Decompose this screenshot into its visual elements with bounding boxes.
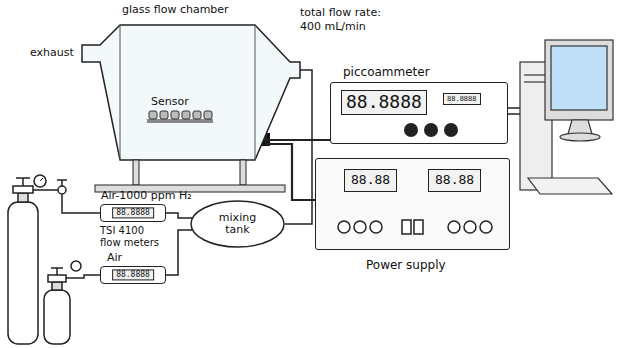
chamber-label: glass flow chamber bbox=[122, 4, 229, 17]
gas-cylinder bbox=[13, 186, 33, 193]
gas-cylinder bbox=[18, 193, 28, 202]
glass-chamber-outline bbox=[82, 25, 300, 160]
stand-post bbox=[133, 160, 139, 185]
power-switch bbox=[414, 220, 423, 234]
control-knob bbox=[404, 123, 418, 137]
power-switch bbox=[402, 220, 411, 234]
gas-pipe bbox=[58, 186, 66, 194]
sensor-label: Sensor bbox=[151, 96, 189, 109]
gas-pipe bbox=[61, 180, 63, 186]
gas-cylinder bbox=[40, 178, 43, 181]
meter-display: 88.88 bbox=[428, 169, 481, 192]
stand-post bbox=[240, 160, 246, 185]
instrument-label: piccoammeter bbox=[343, 66, 430, 80]
sensor-element bbox=[160, 111, 168, 119]
control-knob bbox=[444, 123, 458, 137]
computer bbox=[520, 40, 613, 194]
gas-cylinder bbox=[51, 267, 63, 269]
flow-meter: Air-1000 ppm H₂88.8888 bbox=[100, 204, 166, 222]
sensor-element bbox=[182, 111, 190, 119]
control-knob bbox=[464, 221, 476, 233]
gas-cylinder bbox=[34, 175, 46, 187]
sensor-element bbox=[149, 111, 157, 119]
gas-cylinder bbox=[71, 261, 81, 271]
gas-cylinder bbox=[8, 202, 38, 344]
exhaust-label: exhaust bbox=[30, 46, 74, 59]
meter-display: 88.88 bbox=[344, 169, 397, 192]
computer bbox=[568, 120, 592, 134]
control-knob bbox=[480, 221, 492, 233]
node-shape bbox=[0, 0, 300, 195]
sensor-element bbox=[204, 111, 212, 119]
flow-chamber: glass flow chamberSensor bbox=[0, 0, 300, 195]
gas-cylinder bbox=[52, 282, 62, 290]
control-knob bbox=[424, 123, 438, 137]
gas-pipe bbox=[66, 275, 100, 278]
computer bbox=[551, 46, 607, 110]
instrument-label: Power supply bbox=[366, 259, 446, 273]
power-supply: 88.8888.88Power supply bbox=[315, 158, 510, 250]
gas-label: Air bbox=[107, 252, 122, 265]
meter-display: 88.8888 bbox=[112, 207, 154, 218]
gas-pipe bbox=[66, 275, 100, 278]
picoammeter: piccoammeter88.888888.8888 bbox=[330, 82, 508, 144]
flow-rate-note: total flow rate: 400 mL/min bbox=[300, 6, 400, 34]
gas-label: Air-1000 ppm H₂ bbox=[101, 190, 192, 203]
control-knob bbox=[338, 221, 350, 233]
gas-pipe bbox=[57, 179, 67, 181]
computer bbox=[545, 40, 613, 120]
control-knob bbox=[354, 221, 366, 233]
gas-cylinder bbox=[8, 175, 46, 344]
gas-cylinder bbox=[16, 177, 30, 179]
meter-display: 88.8888 bbox=[112, 269, 154, 280]
flow-meter-label: TSI 4100 flow meters bbox=[100, 225, 164, 249]
mixing-tank: mixing tank bbox=[190, 200, 285, 248]
gas-line bbox=[166, 213, 192, 218]
data-cable bbox=[508, 107, 520, 109]
gas-cylinder bbox=[44, 290, 70, 344]
data-cable bbox=[508, 113, 520, 115]
sensor-element bbox=[193, 111, 201, 119]
gas-pipe bbox=[33, 180, 100, 213]
tank-label: mixing tank bbox=[213, 212, 263, 236]
gas-line bbox=[166, 230, 192, 275]
flow-meter: Air88.8888 bbox=[100, 266, 166, 284]
sensor-element bbox=[171, 111, 179, 119]
meter-display: 88.8888 bbox=[341, 90, 427, 115]
control-knob bbox=[370, 221, 382, 233]
data-cable bbox=[508, 108, 520, 114]
meter-display: 88.8888 bbox=[443, 93, 481, 105]
gas-pipe bbox=[33, 190, 100, 213]
glass-joint bbox=[120, 25, 121, 160]
gas-cylinder bbox=[22, 178, 24, 186]
tank-outline bbox=[191, 201, 284, 247]
sensor-substrate bbox=[147, 119, 213, 123]
gas-cylinder bbox=[44, 261, 81, 344]
computer bbox=[560, 133, 600, 141]
glass-joint bbox=[255, 25, 256, 160]
gas-sensor: Sensor bbox=[145, 96, 217, 128]
computer bbox=[528, 178, 612, 194]
control-knob bbox=[448, 221, 460, 233]
gas-cylinder bbox=[48, 275, 66, 282]
gas-cylinder bbox=[56, 268, 58, 275]
